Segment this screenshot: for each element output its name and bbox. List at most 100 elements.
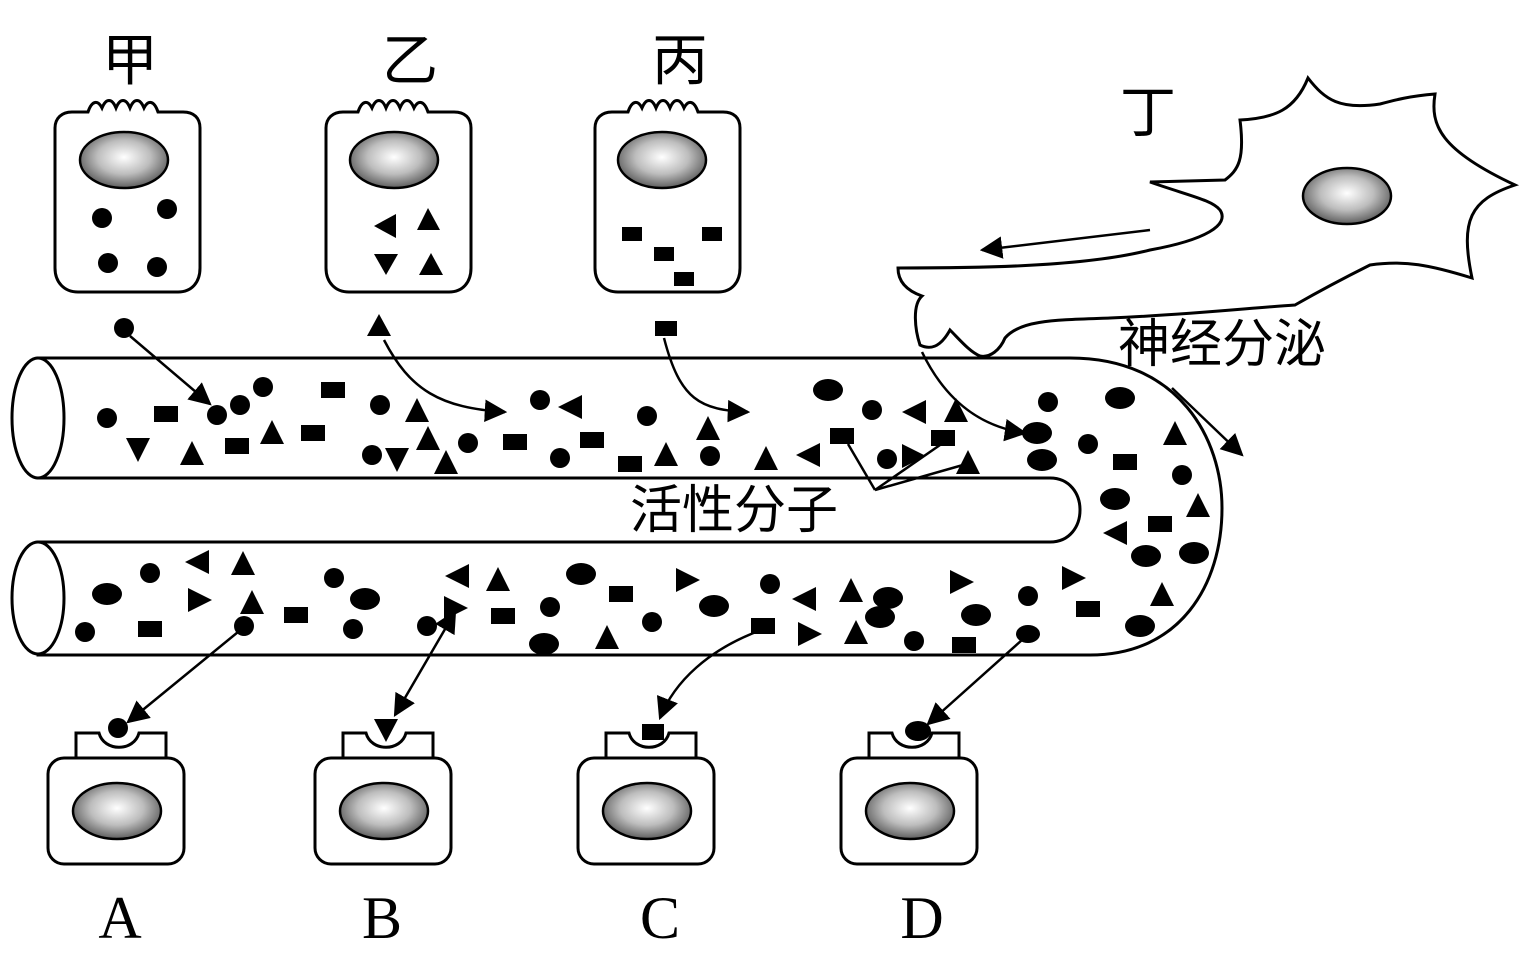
vessel-molecule-oval <box>92 583 122 605</box>
vessel-molecule-dot <box>540 597 560 617</box>
vessel-molecule-triangle <box>385 448 409 472</box>
vessel-molecule-oval <box>813 379 843 401</box>
bound-molecule-square <box>642 724 664 740</box>
vessel-molecule-triangle <box>654 442 678 466</box>
vessel-molecule-dot <box>862 400 882 420</box>
vessel-molecule-oval <box>1179 542 1209 564</box>
to-target-c-arrow <box>656 630 757 721</box>
bound-molecule-dot <box>108 718 128 738</box>
vessel-molecule-oval <box>865 606 895 628</box>
molecule-triangle <box>374 254 398 275</box>
cell-yi-nucleus <box>348 130 440 190</box>
vessel-molecule-square <box>503 434 527 450</box>
vessel-molecule-oval <box>699 595 729 617</box>
vessel-molecule-oval <box>961 604 991 626</box>
vessel-molecule-triangle <box>185 550 209 574</box>
vessel-molecule-oval <box>1022 422 1052 444</box>
vessel-molecule-triangle <box>754 446 778 470</box>
vessel-molecule-triangle <box>405 398 429 422</box>
vessel-molecule-dot <box>760 574 780 594</box>
vessel-molecule-square <box>154 406 178 422</box>
vessel-molecule-dot <box>230 395 250 415</box>
vessel-molecule-dot <box>1038 392 1058 412</box>
cell-jia-nucleus <box>78 130 170 190</box>
active-molecule-pointer-3 <box>874 461 971 492</box>
molecule-dot <box>157 199 177 219</box>
vessel-molecule-triangle <box>792 587 816 611</box>
vessel-molecule-square <box>138 621 162 637</box>
vessel-molecule-square <box>1113 454 1137 470</box>
vessel-molecule-oval <box>1125 615 1155 637</box>
label-target-d: D <box>900 885 943 951</box>
vessel-molecule-square <box>321 382 345 398</box>
vessel-molecule-triangle <box>240 590 264 614</box>
label-jia: 甲 <box>102 29 158 94</box>
molecule-square <box>654 247 674 261</box>
jia-secretion-arrow <box>129 335 212 406</box>
vessel-molecule-dot <box>550 448 570 468</box>
vessel-molecule-triangle <box>486 567 510 591</box>
released-triangle <box>367 314 391 336</box>
neuron-signal-arrow <box>979 228 1151 259</box>
vessel-molecule-triangle <box>696 416 720 440</box>
vessel-molecule-oval <box>350 588 380 610</box>
active-molecule-pointer-2 <box>874 443 941 492</box>
neuron-ding <box>896 75 1520 358</box>
vessel-molecule-square <box>618 456 642 472</box>
target-d-receptor <box>867 731 961 760</box>
vessel-molecule-oval <box>1027 449 1057 471</box>
vessel-molecule-triangle <box>844 620 868 644</box>
label-active-molecule: 活性分子 <box>630 481 838 541</box>
to-target-b-arrow <box>393 610 457 717</box>
vessel-molecule-square <box>1076 601 1100 617</box>
vessel-molecule-dot <box>417 616 437 636</box>
target-d-nucleus <box>864 781 956 841</box>
vessel-molecule-triangle <box>956 450 980 474</box>
cell-bing-body <box>593 99 742 294</box>
molecule-dot <box>98 253 118 273</box>
vessel-molecule-dot <box>75 622 95 642</box>
bound-molecule-triangle <box>374 719 398 742</box>
to-target-a-arrow <box>126 631 239 724</box>
vessel-molecule-dot <box>97 408 117 428</box>
vessel-molecule-dot <box>324 568 344 588</box>
target-cell-c <box>576 724 716 866</box>
vessel-molecule-square <box>580 432 604 448</box>
bound-molecule-oval <box>905 721 931 741</box>
active-molecule-pointer-1 <box>846 443 877 491</box>
vessel-molecule-triangle <box>1103 521 1127 545</box>
vessel-molecule-triangle <box>126 438 150 462</box>
bing-secretion-arrow <box>662 337 751 423</box>
molecule-triangle <box>417 208 440 230</box>
label-target-b: B <box>362 885 402 951</box>
molecule-dot <box>92 208 112 228</box>
vessel-molecule-dot <box>700 446 720 466</box>
vessel-molecule-dot <box>904 631 924 651</box>
vessel-molecule-square <box>301 425 325 441</box>
vessel-molecule-dot <box>140 563 160 583</box>
vessel-molecule-triangle <box>416 426 440 450</box>
leaving-oval <box>1016 625 1040 643</box>
target-c-receptor <box>604 731 698 760</box>
label-target-c: C <box>640 885 680 951</box>
vessel-molecule-dot <box>1018 586 1038 606</box>
label-neural-secretion: 神经分泌 <box>1118 315 1326 375</box>
secretory-cell-yi <box>324 99 473 294</box>
vessel-molecule-dot <box>1172 465 1192 485</box>
vessel-molecule-triangle <box>180 441 204 465</box>
vessel-molecule-dot <box>1078 434 1098 454</box>
vessel-molecule-oval <box>1105 387 1135 409</box>
vessel-molecule-square <box>284 607 308 623</box>
cell-jia-body <box>53 99 202 294</box>
released-square <box>655 321 677 336</box>
molecule-triangle <box>419 253 443 275</box>
label-ding: 丁 <box>1120 81 1176 146</box>
vessel-molecule-triangle <box>1163 421 1187 445</box>
target-cell-d <box>839 721 979 866</box>
neuron-nucleus <box>1301 166 1393 226</box>
to-target-d-arrow <box>926 639 1023 726</box>
molecule-dot <box>147 257 167 277</box>
secretory-cell-jia <box>53 99 202 294</box>
target-c-nucleus <box>601 781 693 841</box>
vessel-molecule-triangle <box>902 400 926 424</box>
